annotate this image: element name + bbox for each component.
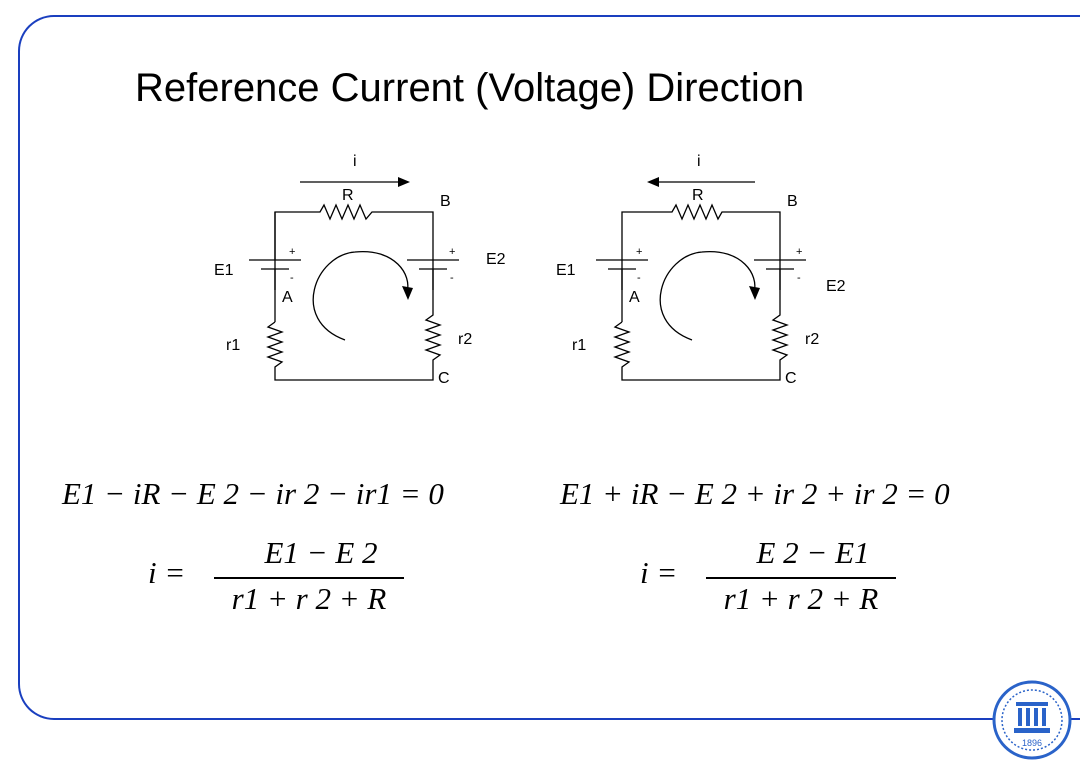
node-C-label-right: C	[785, 370, 797, 387]
current-arrowhead-right	[647, 177, 659, 187]
slide-frame	[18, 15, 1080, 720]
top-wire-right	[621, 203, 781, 290]
loop-arrow-left	[312, 251, 409, 341]
source-E1-label-right: E1	[556, 262, 576, 279]
resistor-R-label-right: R	[692, 187, 704, 204]
source-E1-label-left: E1	[214, 262, 234, 279]
seal-year: 1896	[1022, 738, 1042, 748]
current-label-right: i	[697, 153, 701, 170]
resistor-R-label-left: R	[342, 187, 354, 204]
resistor-r2-right	[771, 269, 789, 365]
plus-e2-right: +	[796, 246, 802, 258]
source-E2-label-right: E2	[826, 278, 846, 295]
solution-lhs-left: i =	[148, 555, 186, 590]
kvl-equation-left: E1 − iR − E 2 − ir 2 − ir1 = 0	[62, 476, 444, 511]
university-seal-icon: 1896	[992, 680, 1072, 760]
source-E2-label-left: E2	[486, 251, 506, 268]
resistor-r2-label-left: r2	[458, 331, 472, 348]
node-A-label-right: A	[629, 289, 640, 306]
resistor-r1-label-left: r1	[226, 337, 240, 354]
kvl-equation-right: E1 + iR − E 2 + ir 2 + ir 2 = 0	[560, 476, 950, 511]
current-arrowhead-left	[398, 177, 410, 187]
plus-e1-right: +	[636, 246, 642, 258]
minus-e2-left: -	[450, 272, 454, 284]
solution-lhs-right: i =	[640, 555, 678, 590]
minus-e1-right: -	[637, 272, 641, 284]
fraction-bar-left	[214, 577, 404, 579]
resistor-r1-left	[266, 321, 434, 381]
minus-e1-left: -	[290, 272, 294, 284]
resistor-r1-right	[613, 321, 781, 381]
solution-numerator-left: E1 − E 2	[264, 535, 378, 570]
plus-e2-left: +	[449, 246, 455, 258]
slide-title: Reference Current (Voltage) Direction	[135, 66, 805, 110]
node-B-label-right: B	[787, 193, 798, 210]
top-wire-left	[274, 203, 434, 290]
solution-numerator-right: E 2 − E1	[756, 535, 870, 570]
resistor-r1-label-right: r1	[572, 337, 586, 354]
node-B-label-left: B	[440, 193, 451, 210]
minus-e2-right: -	[797, 272, 801, 284]
loop-arrow-right	[659, 251, 756, 341]
node-C-label-left: C	[438, 370, 450, 387]
current-label-left: i	[353, 153, 357, 170]
fraction-bar-right	[706, 577, 896, 579]
node-A-label-left: A	[282, 289, 293, 306]
resistor-r2-label-right: r2	[805, 331, 819, 348]
resistor-r2-left	[424, 269, 442, 365]
plus-e1-left: +	[289, 246, 295, 258]
solution-denominator-right: r1 + r 2 + R	[723, 581, 879, 616]
solution-denominator-left: r1 + r 2 + R	[231, 581, 387, 616]
